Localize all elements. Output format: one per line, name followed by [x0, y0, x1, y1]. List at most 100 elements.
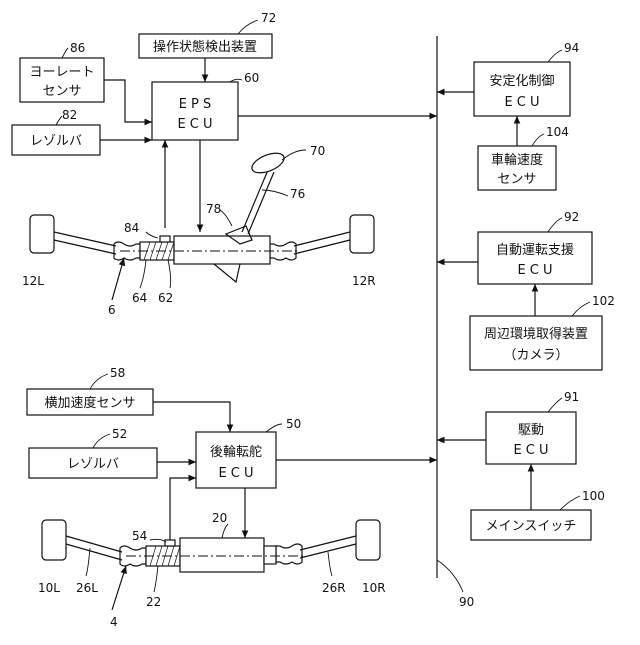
drive-ecu-block: 駆動 E C U 91 — [486, 390, 579, 464]
stability-ecu-block: 安定化制御 E C U 94 — [474, 41, 579, 116]
leader-64 — [140, 260, 146, 288]
environment-device-block: 周辺環境取得装置 （カメラ） 102 — [470, 294, 615, 370]
wheel-10r-label: 10R — [362, 581, 386, 595]
leader-26l — [86, 548, 90, 576]
bus-ref: 90 — [459, 595, 474, 609]
boot-rear-right — [276, 544, 302, 564]
driving-assist-ecu-line1: 自動運転支援 — [496, 243, 574, 258]
resolver-rear-ref: 52 — [112, 427, 127, 441]
tierod-26l-label: 26L — [76, 581, 98, 595]
wheel-10r — [356, 520, 380, 560]
steering-wheel-ref: 70 — [310, 144, 325, 158]
device-6-ref: 6 — [108, 303, 116, 317]
lateral-accel-sensor-block: 横加速度センサ 58 — [27, 366, 153, 415]
wheel-12r-label: 12R — [352, 274, 376, 288]
yaw-rate-sensor-line1: ヨーレート — [29, 65, 94, 80]
arrow-58-to-50 — [153, 402, 230, 432]
eps-ecu-block: E P S E C U 60 — [152, 71, 259, 140]
environment-device-ref: 102 — [592, 294, 615, 308]
resolver-rear-block: レゾルバ 52 — [29, 427, 157, 478]
main-switch-label: メインスイッチ — [486, 519, 577, 534]
leader-78 — [220, 210, 232, 226]
resolver-front-ref: 82 — [62, 108, 77, 122]
gearbox-lower — [214, 264, 240, 282]
operation-state-detector-block: 操作状態検出装置 72 — [139, 11, 276, 58]
motor-64-ref: 64 — [132, 291, 147, 305]
rear-actuator-housing — [180, 538, 264, 572]
lateral-accel-sensor-ref: 58 — [110, 366, 125, 380]
leader-20 — [222, 524, 228, 538]
yaw-rate-sensor-ref: 86 — [70, 41, 85, 55]
leader-54 — [150, 539, 166, 542]
rear-steering-ecu-ref: 50 — [286, 417, 301, 431]
device-4-ref: 4 — [110, 615, 118, 629]
steering-wheel-70 — [249, 149, 287, 177]
leader-104 — [532, 134, 544, 146]
rear-steering-ecu-line1: 後輪転舵 — [210, 444, 262, 460]
leader-84 — [146, 232, 158, 238]
leader-26r — [328, 552, 332, 576]
leader-50 — [266, 424, 282, 432]
leader-4 — [112, 566, 126, 610]
sensor-84-ref: 84 — [124, 221, 139, 235]
stability-ecu-line2: E C U — [504, 95, 539, 110]
column-ref: 76 — [290, 187, 305, 201]
leader-62 — [168, 260, 171, 288]
yaw-rate-sensor-block: ヨーレート センサ 86 — [20, 41, 104, 102]
driving-assist-ecu-line2: E C U — [517, 263, 552, 278]
wheel-12l — [30, 215, 54, 253]
sensor-84 — [160, 236, 170, 242]
wheel-speed-sensor-line1: 車輪速度 — [491, 152, 543, 168]
environment-device-line1: 周辺環境取得装置 — [484, 326, 588, 342]
reducer-62-ref: 62 — [158, 291, 173, 305]
rear-steering-ecu-block: 後輪転舵 E C U 50 — [196, 417, 301, 488]
leader-94 — [548, 50, 562, 62]
gearbox-ref: 78 — [206, 202, 221, 216]
arrow-86-to-60 — [104, 80, 152, 122]
leader-90 — [437, 560, 463, 592]
steering-column-76-b — [248, 172, 274, 234]
driving-assist-ecu-block: 自動運転支援 E C U 92 — [478, 210, 592, 284]
wheel-12l-label: 12L — [22, 274, 44, 288]
leader-86 — [62, 48, 68, 58]
driving-assist-ecu-ref: 92 — [564, 210, 579, 224]
drive-ecu-line2: E C U — [513, 443, 548, 458]
leader-102 — [572, 302, 590, 316]
leader-58 — [90, 374, 108, 389]
stability-ecu-ref: 94 — [564, 41, 579, 55]
main-switch-ref: 100 — [582, 489, 605, 503]
leader-22 — [154, 566, 158, 592]
eps-ecu-line1: E P S — [179, 97, 212, 112]
resolver-front-block: レゾルバ 82 — [12, 108, 100, 155]
environment-device-line2: （カメラ） — [503, 348, 568, 363]
wheel-10l-label: 10L — [38, 581, 60, 595]
tierod-26r-label: 26R — [322, 581, 346, 595]
drive-ecu-ref: 91 — [564, 390, 579, 404]
sensor-54 — [165, 540, 175, 546]
leader-100 — [560, 496, 580, 510]
operation-state-detector-ref: 72 — [261, 11, 276, 25]
resolver-rear-label: レゾルバ — [67, 457, 119, 472]
sensor-54-ref: 54 — [132, 529, 147, 543]
steering-column-76 — [242, 170, 268, 232]
rear-steering-ecu-line2: E C U — [218, 466, 253, 481]
resolver-front-label: レゾルバ — [30, 134, 82, 149]
leader-6 — [112, 258, 124, 300]
tierod-front-right — [294, 232, 350, 254]
lateral-accel-sensor-label: 横加速度センサ — [44, 395, 135, 411]
front-axle-assembly — [30, 149, 374, 282]
leader-70 — [282, 150, 306, 160]
arrow-motor-to-50 — [170, 478, 196, 542]
stability-ecu-line1: 安定化制御 — [489, 74, 554, 89]
tierod-26l — [66, 536, 122, 560]
motor-22-ref: 22 — [146, 595, 161, 609]
wheel-speed-sensor-ref: 104 — [546, 125, 569, 139]
leader-52 — [93, 434, 110, 448]
wheel-speed-sensor-block: 車輪速度 センサ 104 — [478, 125, 569, 190]
eps-ecu-line2: E C U — [177, 117, 212, 132]
yaw-rate-sensor-line2: センサ — [42, 84, 81, 99]
leader-92 — [548, 218, 562, 232]
tierod-front-left — [54, 232, 116, 254]
